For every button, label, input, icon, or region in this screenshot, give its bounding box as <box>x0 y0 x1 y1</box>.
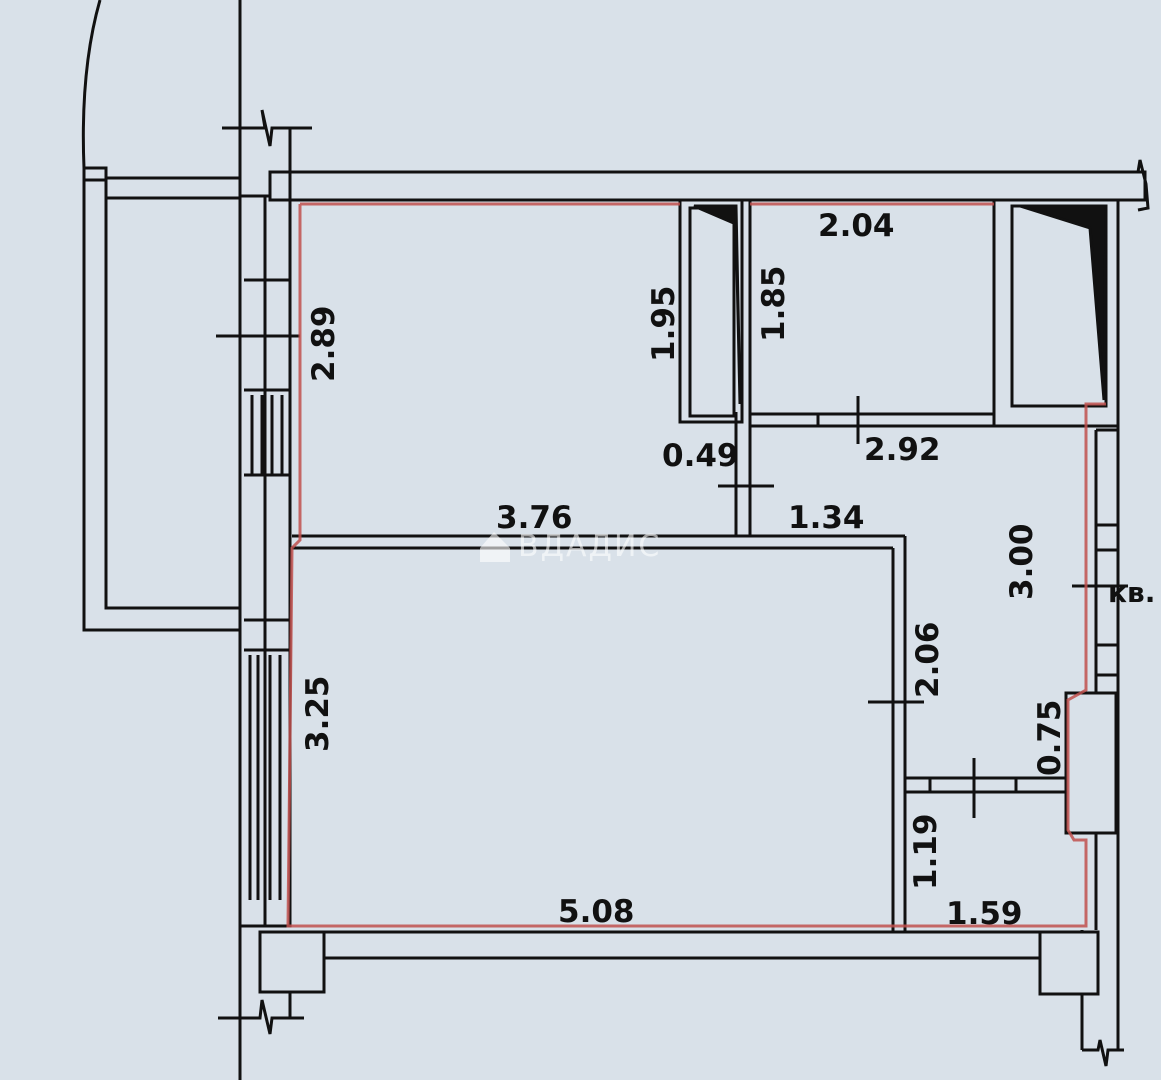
dim-left-top-height: 2.89 <box>306 306 342 383</box>
dim-right-height: 3.00 <box>1004 524 1040 601</box>
exterior-right-wall <box>1064 200 1128 1067</box>
dim-shaft-b-height: 1.85 <box>756 266 792 343</box>
dim-room-left-height: 3.25 <box>300 676 336 753</box>
dim-corridor-width: 1.34 <box>788 500 865 536</box>
dim-corridor-gap: 0.49 <box>662 438 739 474</box>
dim-top-right-width: 2.04 <box>818 208 895 244</box>
exterior-top-wall <box>222 109 1150 212</box>
interior-walls <box>292 198 1120 932</box>
edge-label: кв. <box>1108 576 1155 609</box>
dim-room-top-width: 3.76 <box>496 500 573 536</box>
exterior-left-wall <box>216 194 300 928</box>
exterior-bottom-wall <box>218 930 1100 1080</box>
dim-hall-width: 2.92 <box>864 432 941 468</box>
dim-bath-height: 1.19 <box>908 814 944 891</box>
dim-room-right-height: 2.06 <box>910 622 946 699</box>
watermark: ВДАДИС <box>480 529 661 564</box>
apartment-outline <box>286 202 1106 928</box>
dim-shaft-a-height: 1.95 <box>646 286 682 363</box>
watermark-text: ВДАДИС <box>518 529 661 564</box>
dim-bath-width: 1.59 <box>946 896 1023 932</box>
dim-niche-height: 0.75 <box>1032 700 1068 777</box>
balcony <box>81 0 242 1080</box>
dim-bottom-width: 5.08 <box>558 894 635 930</box>
